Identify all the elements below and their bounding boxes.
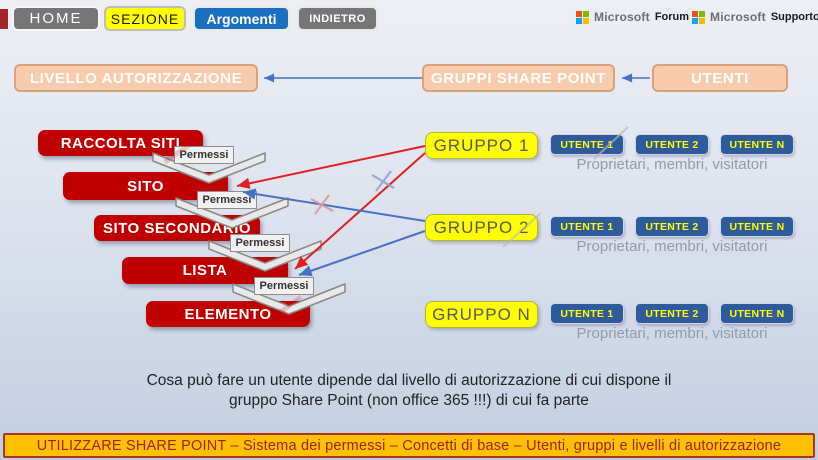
chevron-down-icon	[232, 283, 346, 315]
utente-chip: UTENTE N	[720, 134, 794, 155]
group-box-n: GRUPPO N	[425, 301, 538, 328]
footer-title: UTILIZZARE SHARE POINT – Sistema dei per…	[36, 437, 782, 454]
flow-box-livello-autorizzazione: LIVELLO AUTORIZZAZIONE	[14, 64, 258, 92]
hierarchy-box-raccolta-siti: RACCOLTA SITI	[38, 130, 203, 156]
microsoft-logo-icon	[692, 10, 705, 24]
utente-chip: UTENTE 1	[550, 303, 624, 324]
utente-chip: UTENTE N	[720, 303, 794, 324]
footer-bar: UTILIZZARE SHARE POINT – Sistema dei per…	[3, 433, 815, 458]
indietro-button[interactable]: INDIETRO	[297, 6, 378, 31]
permessi-arrow-3: Permessi	[208, 233, 322, 273]
utente-chip: UTENTE 2	[635, 216, 709, 237]
flow-box-gruppi-share-point: GRUPPI SHARE POINT	[422, 64, 615, 92]
cross-mark-red	[310, 194, 334, 215]
note-line-1: Cosa può fare un utente dipende dal live…	[146, 372, 672, 389]
hierarchy-box-elemento: ELEMENTO	[146, 301, 310, 327]
utente-chip: UTENTE 2	[635, 134, 709, 155]
microsoft-logo-icon	[576, 10, 589, 24]
permessi-arrow-4: Permessi	[232, 276, 346, 316]
flow-box-utenti: UTENTI	[652, 64, 788, 92]
home-button[interactable]: HOME	[12, 6, 100, 31]
argomenti-button[interactable]: Argomenti	[193, 6, 290, 31]
microsoft-supporto-link[interactable]: Microsoft Supporto	[692, 8, 818, 26]
permessi-label: Permessi	[230, 234, 290, 252]
group-caption: Proprietari, membri, visitatori	[576, 156, 768, 173]
permessi-label: Permessi	[174, 146, 234, 164]
microsoft-forum-link[interactable]: Microsoft Forum	[576, 8, 689, 26]
microsoft-wordmark: Microsoft	[710, 10, 766, 24]
supporto-label: Supporto	[770, 11, 818, 23]
utente-chip: UTENTE 1	[550, 216, 624, 237]
utente-chip: UTENTE 1	[550, 134, 624, 155]
cross-mark-blue	[371, 170, 395, 192]
permessi-label: Permessi	[254, 277, 314, 295]
permessi-label: Permessi	[197, 191, 257, 209]
group-box-1: GRUPPO 1	[425, 132, 538, 159]
utente-chip: UTENTE 2	[635, 303, 709, 324]
group-caption: Proprietari, membri, visitatori	[576, 238, 768, 255]
red-edge-marker	[0, 9, 8, 29]
permessi-arrow-2: Permessi	[175, 190, 289, 230]
group-box-2: GRUPPO 2	[425, 214, 538, 241]
sezione-button[interactable]: SEZIONE	[104, 6, 186, 31]
permessi-arrow-1: Permessi	[152, 145, 266, 185]
utente-chip: UTENTE N	[720, 216, 794, 237]
group-caption: Proprietari, membri, visitatori	[576, 325, 768, 342]
note-line-2: gruppo Share Point (non office 365 !!!) …	[229, 392, 589, 409]
microsoft-wordmark: Microsoft	[594, 10, 650, 24]
slide-note: Cosa può fare un utente dipende dal live…	[0, 371, 818, 411]
forum-label: Forum	[654, 11, 690, 23]
